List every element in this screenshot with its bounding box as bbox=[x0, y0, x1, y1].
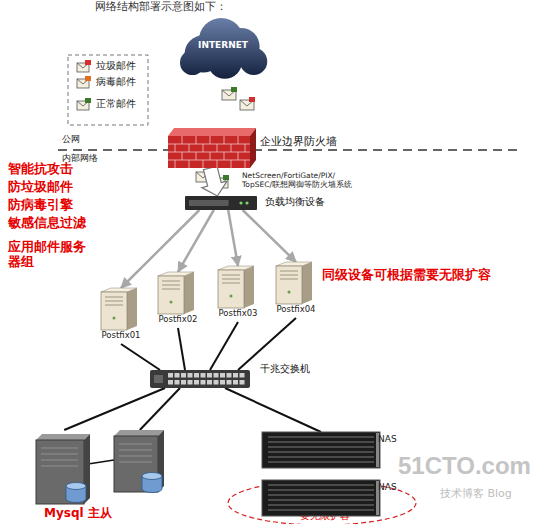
node-shape bbox=[262, 432, 380, 468]
page-title: 网络结构部署示意图如下： bbox=[95, 1, 227, 14]
legend-text: 垃圾邮件 bbox=[96, 60, 136, 72]
watermark: 51CTO.com bbox=[398, 452, 531, 480]
node-shape bbox=[185, 196, 257, 210]
mail-icon bbox=[240, 97, 255, 110]
nas-label: NAS bbox=[378, 434, 397, 444]
legend-swatch bbox=[76, 98, 92, 112]
firewall: 企业边界防火墙NetScreen/FortiGate/PIX/ TopSEC/联… bbox=[168, 128, 256, 168]
legend-frame bbox=[68, 55, 148, 125]
expansion-ellipse bbox=[228, 481, 416, 524]
firewall-products: NetScreen/FortiGate/PIX/ TopSEC/联想网御等防火墙… bbox=[242, 172, 360, 189]
database-cluster: Mysql 主从 bbox=[32, 430, 172, 522]
internet-cloud: INTERNET bbox=[178, 18, 268, 80]
network-link bbox=[178, 328, 185, 370]
mail-server: Postfix04 bbox=[268, 262, 324, 318]
firewall-wall bbox=[168, 128, 256, 168]
network-boundary bbox=[58, 149, 522, 151]
device-label: 负载均衡设备 bbox=[265, 196, 325, 208]
firewall-title: 企业边界防火墙 bbox=[260, 136, 337, 149]
mail-server: Postfix02 bbox=[150, 272, 206, 328]
scaling-note: 同级设备可根据需要无限扩容 bbox=[322, 268, 491, 282]
nas-label: NAS bbox=[378, 482, 397, 492]
network-link bbox=[64, 388, 165, 430]
server-label: Postfix03 bbox=[206, 309, 270, 319]
switch-label: 千兆交换机 bbox=[260, 363, 310, 375]
traffic-arrow bbox=[228, 210, 238, 266]
server-label: Postfix04 bbox=[264, 305, 328, 315]
watermark: 技术博客 Blog bbox=[440, 488, 512, 501]
network-link bbox=[121, 344, 160, 370]
server-label: Postfix01 bbox=[89, 331, 153, 341]
server-tower bbox=[101, 288, 137, 330]
legend-text: 病毒邮件 bbox=[96, 76, 136, 88]
server-label: Postfix02 bbox=[146, 315, 210, 325]
network-link bbox=[238, 318, 296, 370]
nas-storage: NAS bbox=[262, 480, 380, 516]
network-link bbox=[225, 388, 321, 432]
feature-label: 防病毒引擎 bbox=[8, 198, 73, 213]
mail-server: Postfix01 bbox=[93, 288, 149, 344]
storage-rack bbox=[262, 432, 380, 468]
network-link bbox=[140, 388, 180, 430]
storage-rack bbox=[262, 480, 380, 516]
switch-chassis bbox=[150, 370, 250, 388]
legend-text: 正常邮件 bbox=[96, 98, 136, 110]
node-shape bbox=[168, 128, 256, 168]
mail-server: Postfix03 bbox=[210, 266, 266, 322]
traffic-arrow bbox=[243, 210, 296, 262]
feature-label: 防垃圾邮件 bbox=[8, 180, 73, 195]
database-label: Mysql 主从 bbox=[44, 507, 112, 521]
feature-label: 敏感信息过滤 bbox=[8, 216, 86, 231]
legend-swatch bbox=[76, 60, 92, 74]
zone-label: 公网 bbox=[62, 134, 80, 144]
legend-swatch bbox=[76, 76, 92, 90]
node-shape bbox=[150, 370, 250, 388]
mail-icon bbox=[222, 87, 237, 100]
network-switch: 千兆交换机 bbox=[150, 370, 250, 388]
traffic-arrow bbox=[178, 210, 214, 272]
server-tower bbox=[158, 272, 194, 314]
nas-storage: NAS bbox=[262, 432, 380, 468]
cloud-label: INTERNET bbox=[178, 40, 268, 50]
server-tower bbox=[218, 266, 254, 308]
load-balancer: 负载均衡设备 bbox=[185, 196, 257, 210]
node-shape bbox=[262, 480, 380, 516]
feature-label: 智能抗攻击 bbox=[8, 162, 73, 177]
database-servers bbox=[36, 430, 164, 504]
group-label: 应用邮件服务器组 bbox=[8, 240, 90, 270]
device-chassis bbox=[185, 196, 257, 210]
server-tower bbox=[276, 262, 312, 304]
network-link bbox=[210, 322, 238, 370]
flow-arrow bbox=[202, 166, 227, 196]
